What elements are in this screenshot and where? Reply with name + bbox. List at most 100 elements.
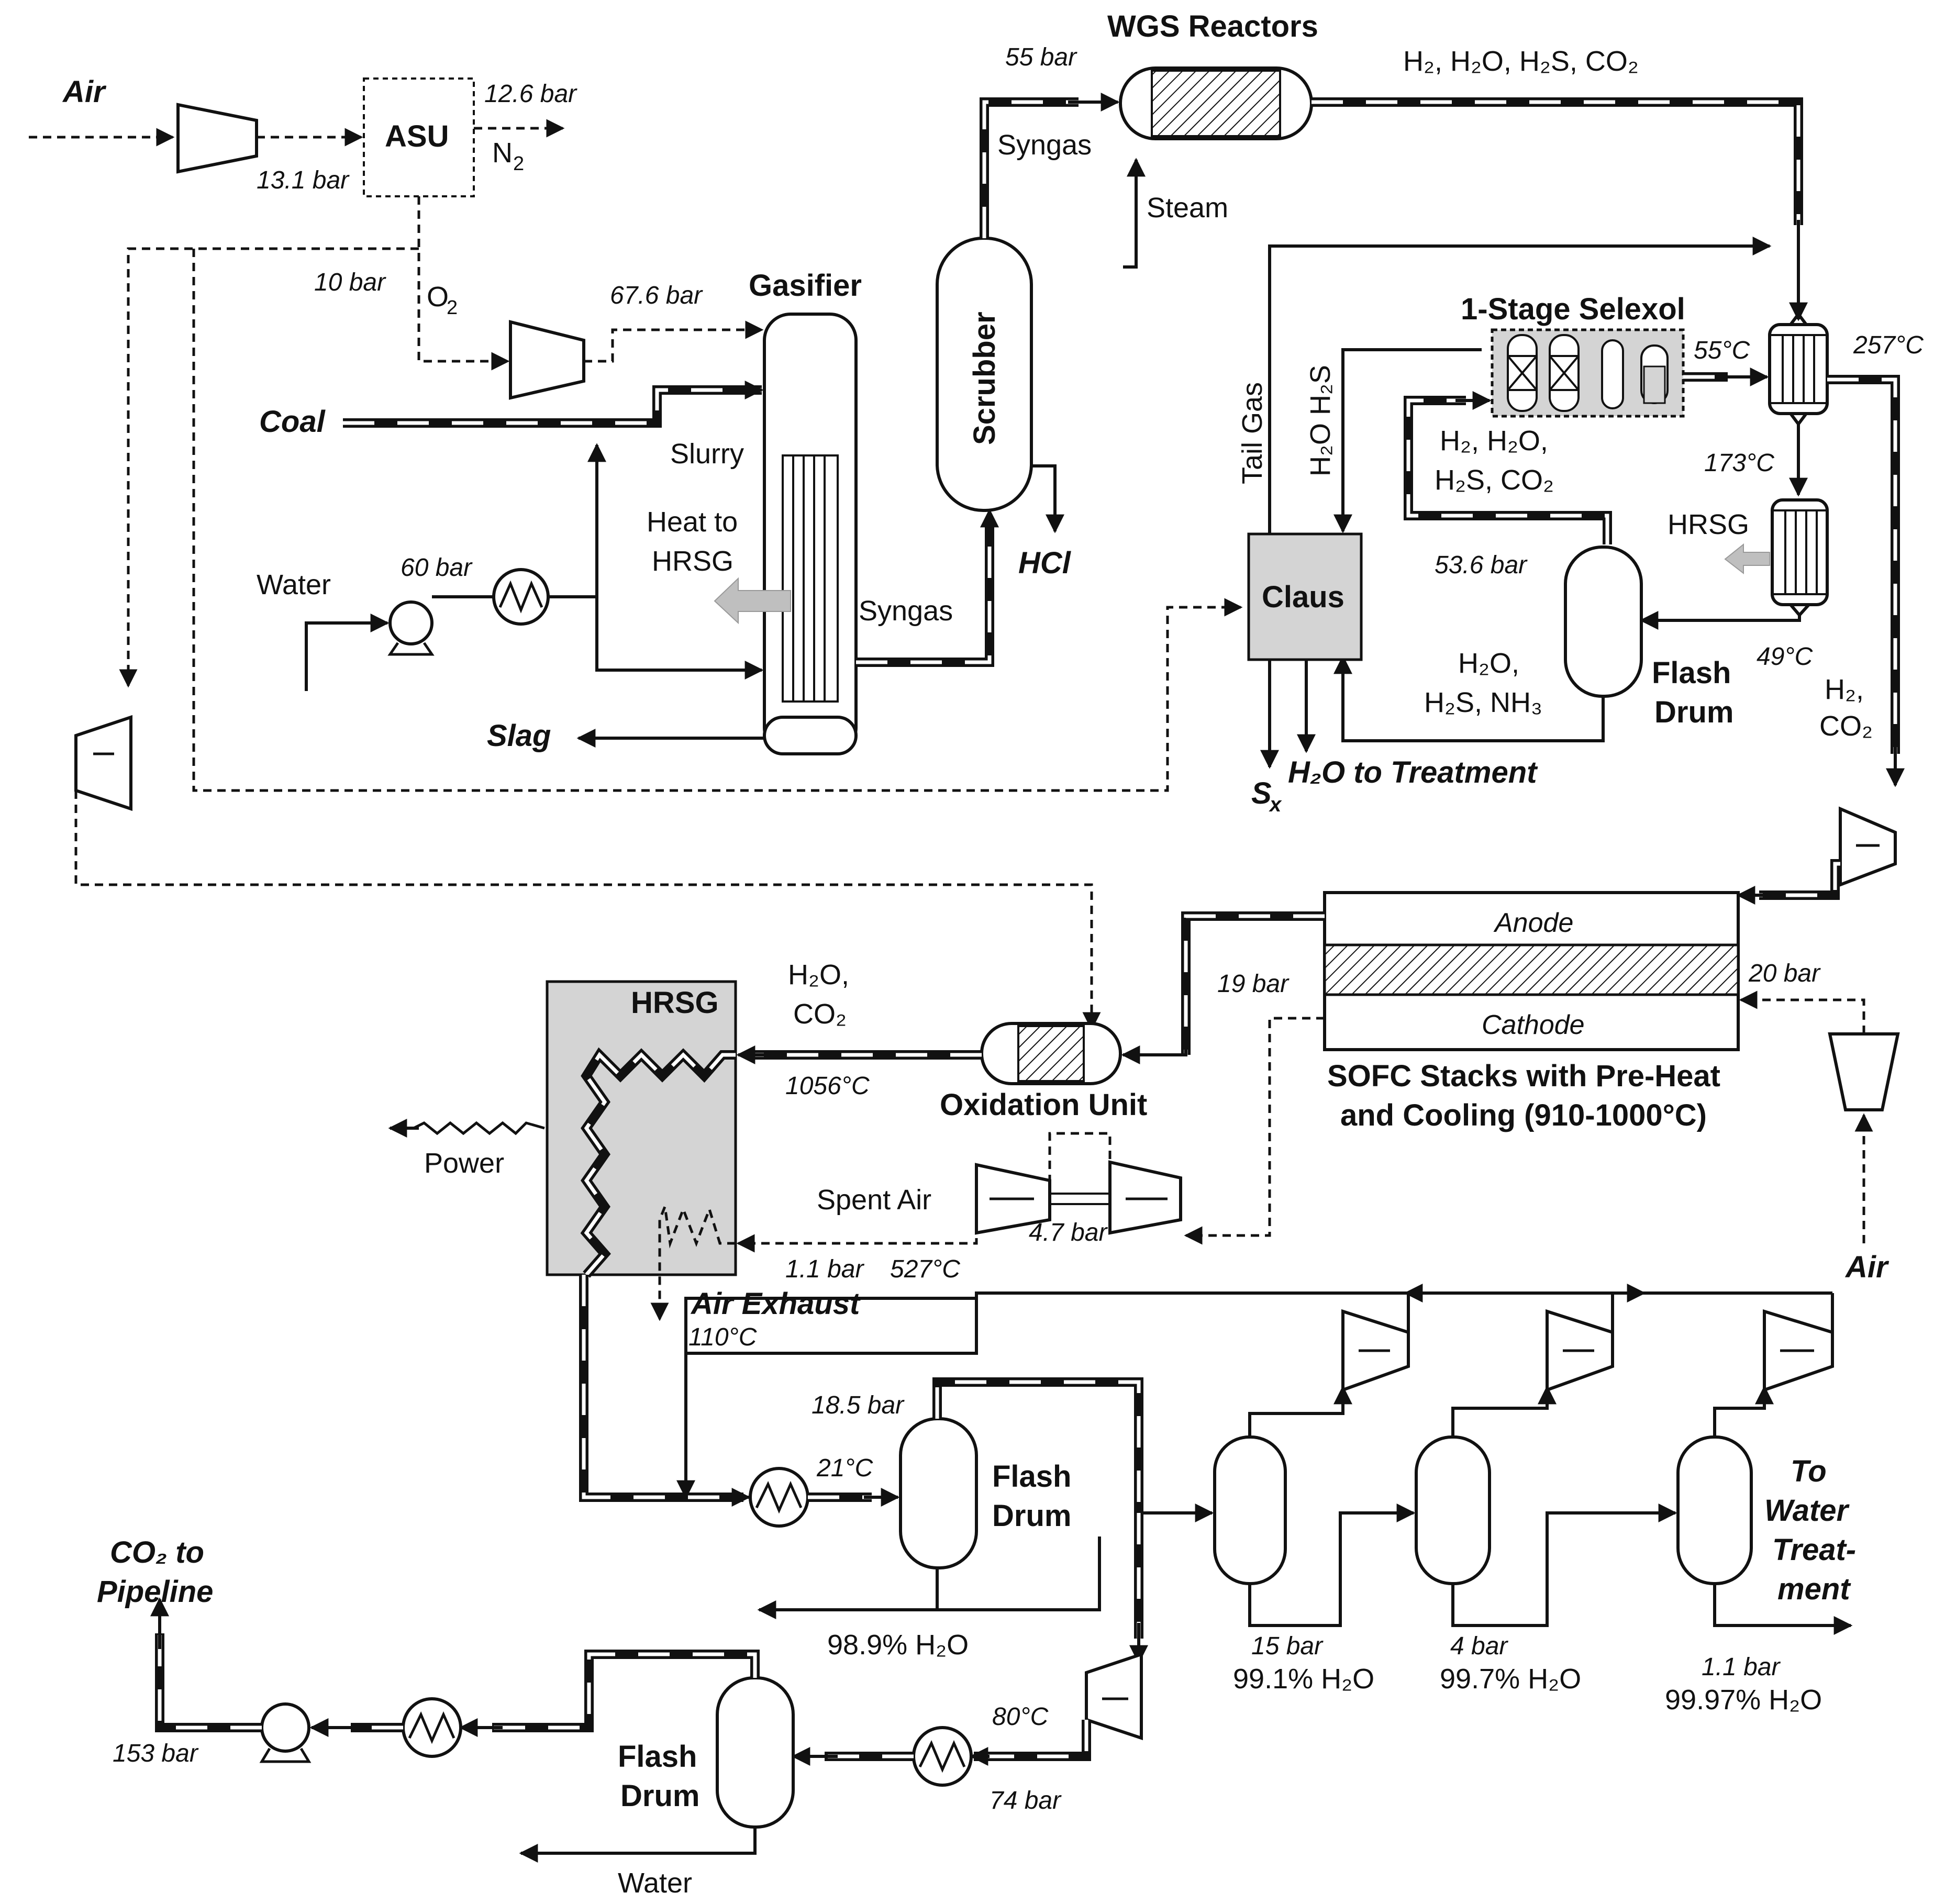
power-label: Power [424, 1148, 504, 1179]
water-pump-base [387, 642, 435, 656]
pressure-67-6: 67.6 bar [610, 282, 703, 309]
hcl-outlet-line [1031, 464, 1064, 533]
flash-drum-1bar [1676, 1435, 1753, 1585]
flash-mid-label-1: Flash [992, 1460, 1072, 1494]
pressure-4: 4 bar [1450, 1632, 1508, 1660]
anode-label: Anode [1493, 908, 1573, 938]
temp-527c: 527°C [890, 1255, 960, 1283]
h2o-treatment-label: H₂O to Treatment [1288, 755, 1538, 789]
o2-compressor [509, 320, 585, 400]
pressure-4-7: 4.7 bar [1029, 1219, 1108, 1246]
wgs-catalyst-bed [1151, 70, 1281, 137]
temp-80c: 80°C [992, 1703, 1049, 1731]
co2-to-label: CO₂ to [110, 1535, 204, 1569]
co2-label-right: CO₂ [1819, 710, 1873, 742]
temp-21c: 21°C [816, 1454, 873, 1482]
pressure-19: 19 bar [1217, 970, 1290, 998]
exchanger-to-flash-arrow [1639, 611, 1801, 630]
hrsg-main-label: HRSG [631, 986, 719, 1020]
flash4-to-flash1-line [1451, 1504, 1677, 1627]
o2-branch-line [119, 247, 419, 688]
water-collect-line [937, 1536, 1101, 1611]
water-heater [492, 568, 550, 626]
temp-49c: 49°C [1757, 643, 1813, 671]
steam-inlet-line [1123, 158, 1146, 269]
water-treatment-label-3: ment [1777, 1572, 1851, 1606]
flash-mid-label-2: Drum [992, 1499, 1071, 1533]
oxidation-unit-label: Oxidation Unit [940, 1088, 1147, 1122]
turbine-coupling [1048, 1132, 1112, 1183]
water-heater-zigzag [498, 580, 543, 614]
water-treatment-label-1: Water [1764, 1494, 1850, 1528]
gasifier-label: Gasifier [749, 269, 862, 303]
flash15-to-flash4-line [1248, 1504, 1416, 1627]
co2-cooler-zigzag [408, 1711, 455, 1744]
slag-label: Slag [487, 719, 551, 753]
flash-gas-line1: H₂O, [1458, 648, 1519, 679]
flash-lower-label-1: Flash [618, 1740, 697, 1774]
n2-label: N [492, 137, 513, 169]
to-label: To [1791, 1454, 1827, 1488]
flash-upper-label-1: Flash [1652, 656, 1731, 690]
cathode-to-turbine-line [1184, 1017, 1325, 1245]
o2-to-compressor-line [417, 196, 510, 371]
o2-subscript: 2 [447, 297, 458, 319]
tail-gas-label: Tail Gas [1237, 382, 1268, 484]
pressure-60: 60 bar [401, 554, 473, 582]
cathode-air-compressor [1828, 1032, 1900, 1111]
h2o-99-97: 99.97% H₂O [1665, 1684, 1822, 1716]
h2o-99-1: 99.1% H₂O [1233, 1663, 1374, 1695]
temp-1056c: 1056°C [785, 1072, 870, 1100]
water-label: Water [257, 569, 331, 600]
n2-subscript: 2 [513, 153, 524, 175]
exchanger-173c [1771, 498, 1829, 606]
heat-hrsg-label: HRSG [652, 545, 733, 577]
cooler-21c [749, 1467, 809, 1528]
flash-lower-water-line [519, 1827, 757, 1863]
o2-to-claus-line [192, 249, 1243, 792]
o2-label: O [427, 281, 449, 313]
pressure-15: 15 bar [1251, 1632, 1324, 1660]
water-pump [388, 600, 434, 645]
flash1-vapor-line [1713, 1385, 1774, 1437]
cooler-80c-zigzag [918, 1740, 966, 1773]
exchanger-257c-top [1789, 311, 1808, 326]
co2-pump-base [259, 1747, 312, 1763]
flash-to-claus-line [1333, 655, 1605, 742]
flash-drum-middle [899, 1417, 978, 1569]
flash-drum-upper [1564, 545, 1643, 698]
cooler-21c-zigzag [755, 1480, 803, 1514]
temp-110c: 110°C [688, 1323, 757, 1351]
pressure-10: 10 bar [314, 269, 386, 296]
h2o-99-7: 99.7% H₂O [1440, 1663, 1581, 1695]
heat-to-hrsg-arrow [714, 577, 791, 625]
heater-to-slurry-line [548, 443, 606, 598]
sofc-electrolyte [1323, 943, 1740, 996]
pressure-53-6: 53.6 bar [1435, 551, 1528, 579]
turbine-shaft [1050, 1193, 1110, 1205]
h2o-h2s-label: H₂O H₂S [1305, 365, 1336, 476]
slurry-label: Slurry [670, 438, 744, 470]
h2o-co2-line2: CO₂ [793, 998, 847, 1030]
gasifier-bottom [763, 716, 858, 755]
recycle-main-line [684, 1291, 1406, 1497]
temp-55c: 55°C [1694, 337, 1750, 364]
pipeline-label: Pipeline [97, 1575, 213, 1609]
pressure-12-6: 12.6 bar [484, 80, 577, 108]
flash-lower-label-2: Drum [620, 1779, 699, 1813]
sofc-caption-line1: SOFC Stacks with Pre-Heat [1327, 1059, 1720, 1093]
air-label: Air [62, 75, 107, 109]
selexol-feed-line1: H₂, H₂O, [1440, 425, 1548, 456]
co2-compressor [1085, 1652, 1143, 1741]
power-output-wave [413, 1121, 545, 1135]
sx-subscript: x [1269, 793, 1282, 816]
flash-drum-lower [716, 1676, 795, 1829]
flash15-vapor-line [1248, 1385, 1352, 1437]
h2o-h2s-to-claus-line [1333, 348, 1482, 533]
spent-air-to-hrsg-line [736, 1234, 978, 1253]
selexol-columns [1507, 334, 1669, 412]
water-to-gasifier-line [595, 597, 764, 680]
hcl-label: HCl [1018, 546, 1072, 580]
exchanger-173c-tubes [1772, 509, 1827, 595]
water-inlet-line [305, 614, 390, 691]
